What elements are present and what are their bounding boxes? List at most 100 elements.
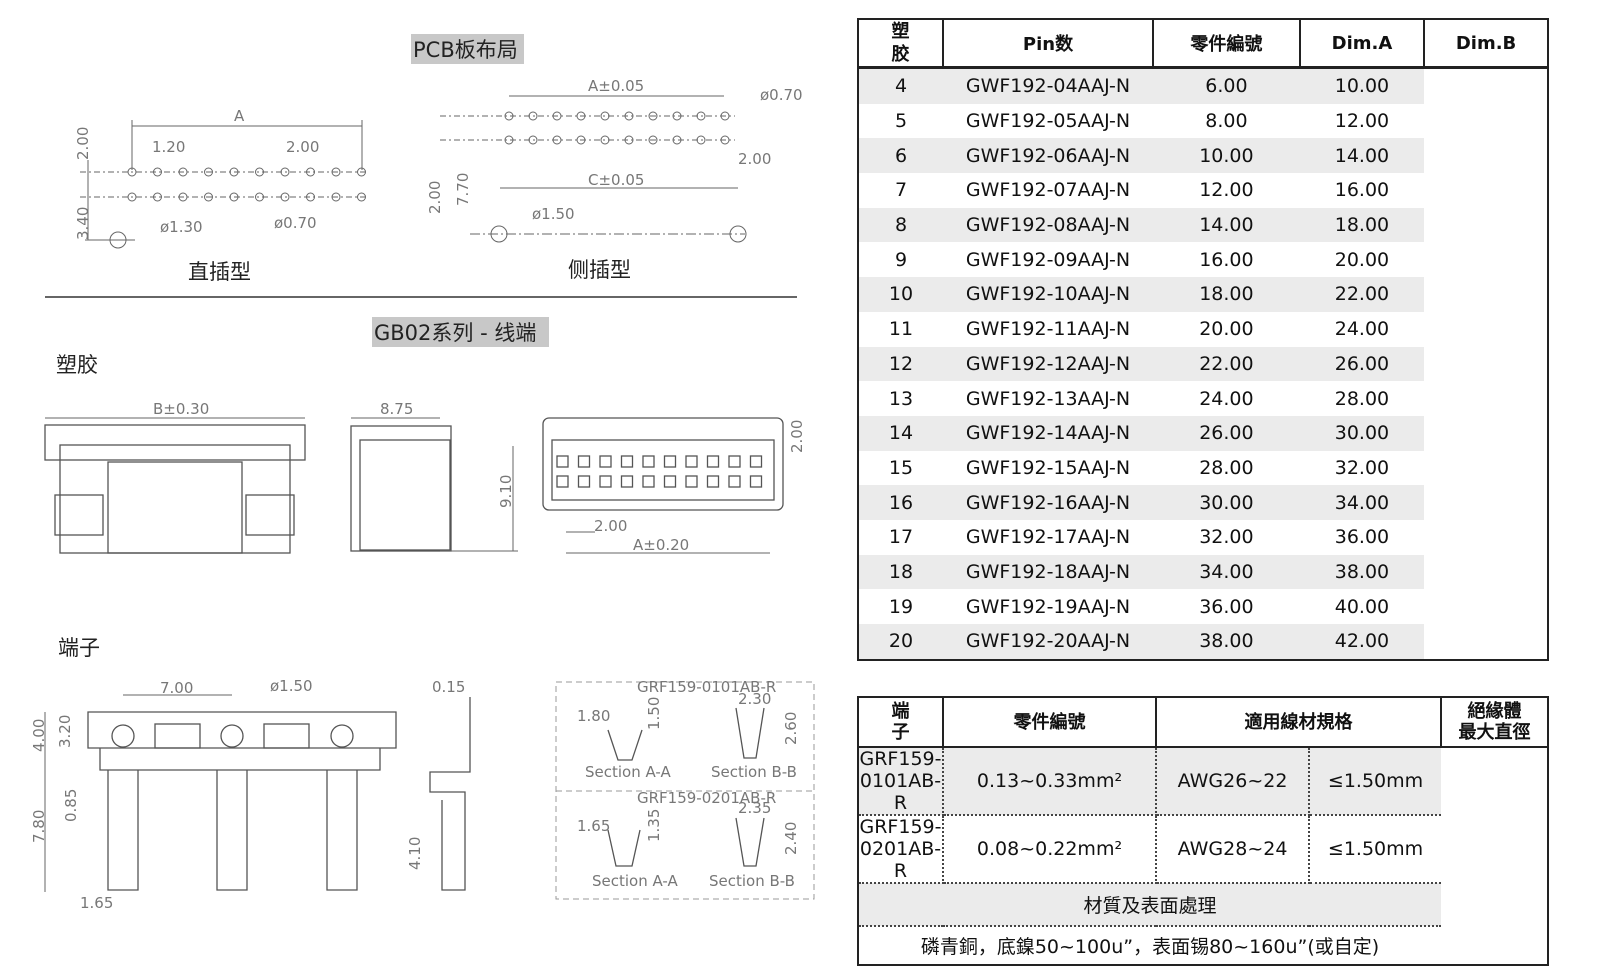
pcb-hole [357, 192, 366, 202]
contact-cavity [685, 475, 698, 488]
terminal-side-drawing: 0.15 4.10 [406, 678, 471, 891]
dim-label: A±0.20 [633, 536, 689, 554]
contact-cavity [556, 475, 569, 488]
contact-cavity [599, 475, 612, 488]
table-cell: 30.00 [1153, 485, 1300, 520]
side-type-label: 侧插型 [568, 258, 631, 282]
table-cell: AWG26~22 [1156, 747, 1311, 816]
dim-label: 2.00 [738, 150, 771, 168]
pcb-hole [204, 167, 213, 177]
section-part-label: GRF159-0101AB-R [637, 678, 776, 696]
plastic-label: 塑胶 [56, 353, 98, 377]
pcb-hole [648, 111, 658, 121]
dim-label: 2.40 [782, 822, 800, 855]
table-cell: 38.00 [1299, 554, 1425, 590]
table-cell: 36.00 [1199, 595, 1254, 618]
dim-label: 1.65 [577, 817, 610, 835]
pcb-title-bg [411, 34, 524, 64]
contact-cavity [577, 455, 591, 468]
straight-type-label: 直插型 [188, 260, 251, 284]
pcb-hole [648, 135, 658, 145]
col-header-pins: Pin数 [942, 18, 1154, 69]
dim-label: 8.75 [380, 400, 413, 418]
table-cell: 34.00 [1299, 485, 1425, 520]
table-cell: 10.00 [1153, 138, 1300, 174]
table-cell: 24.00 [1334, 318, 1390, 341]
table-cell: 13 [888, 387, 914, 410]
straight-pcb-drawing: A 1.20 2.00 2.00 3.40 ø1.30 ø0.70 [74, 107, 366, 249]
housing-front-drawing: B±0.30 [44, 400, 306, 554]
table-cell: 20.00 [1199, 318, 1254, 341]
table-cell: 6.00 [1153, 67, 1300, 104]
series-title: GB02系列 - 线端 [374, 321, 536, 345]
section-label: Section B-B [709, 872, 795, 890]
dim-label: 1.65 [80, 894, 113, 912]
contact-cavity [706, 455, 720, 468]
table-cell: 32.00 [1199, 526, 1254, 549]
table-cell: 30.00 [1299, 415, 1425, 451]
dim-label: 1.20 [152, 138, 185, 156]
table-cell: GWF192-09AAJ-N [965, 248, 1131, 271]
section-label: Section A-A [585, 763, 672, 781]
dim-label: 1.35 [645, 809, 663, 842]
table-cell: 16.00 [1199, 248, 1254, 271]
contact-cavity [620, 455, 634, 468]
table-cell: 14.00 [1299, 138, 1425, 174]
dim-label: 2.00 [788, 420, 806, 453]
table-cell: 16 [858, 485, 943, 520]
dim-label: 0.85 [62, 789, 80, 822]
table-cell: 8.00 [1205, 110, 1248, 133]
terminal-label: 端子 [58, 636, 100, 660]
table-cell: 11 [888, 318, 914, 341]
dim-label: 2.35 [738, 799, 771, 817]
col-header-part-number: 零件編號 [942, 696, 1157, 748]
table-cell: GWF192-12AAJ-N [943, 346, 1153, 382]
table-cell: ≤1.50mm [1309, 815, 1441, 884]
contact-cavity [749, 475, 763, 488]
dim-label: 3.40 [74, 207, 92, 240]
table-cell: 18.00 [1299, 207, 1425, 243]
table-cell: AWG28~24 [1156, 815, 1311, 884]
table-cell: 26.00 [1299, 346, 1425, 382]
dim-label: ø0.70 [274, 214, 317, 232]
dim-label: 7.70 [454, 173, 472, 206]
terminal-section-drawing: GRF159-0101AB-R Section A-A Section B-B … [555, 678, 815, 900]
dim-label: 2.00 [426, 181, 444, 214]
table-cell: GRF159-0101AB-R [858, 747, 944, 816]
side-pcb-drawing: A±0.05 ø0.70 2.00 C±0.05 ø1.50 2.00 7.70 [426, 77, 803, 243]
contact-cavity [577, 475, 591, 488]
material-header: 材質及表面處理 [858, 883, 1441, 927]
section-label: Section A-A [592, 872, 679, 890]
table-cell: 14.00 [1153, 207, 1300, 243]
section-label: Section B-B [711, 763, 797, 781]
contact-cavity [556, 455, 569, 468]
dim-label: A [234, 107, 245, 125]
col-header-max-insulation-dia: 絕緣體 最大直徑 [1440, 696, 1549, 748]
table-cell: 18 [858, 554, 943, 590]
table-cell: 7 [894, 179, 908, 202]
dim-label: 2.00 [286, 138, 319, 156]
table-cell: ≤1.50mm [1309, 747, 1441, 816]
col-header-wire-spec: 適用線材規格 [1155, 696, 1442, 748]
contact-cavity [685, 455, 698, 468]
table-cell: 18.00 [1153, 277, 1300, 312]
dim-label: B±0.30 [153, 400, 209, 418]
terminal-front-drawing: 7.00 ø1.50 4.00 3.20 0.85 7.80 1.65 [30, 677, 397, 912]
table-cell: 19 [888, 595, 914, 618]
table-cell: GWF192-19AAJ-N [965, 595, 1131, 618]
dim-label: ø1.50 [270, 677, 313, 695]
table-cell: 5 [894, 110, 908, 133]
dim-label: 4.10 [406, 837, 424, 870]
terminal-side-label: 端 子 [857, 696, 944, 748]
